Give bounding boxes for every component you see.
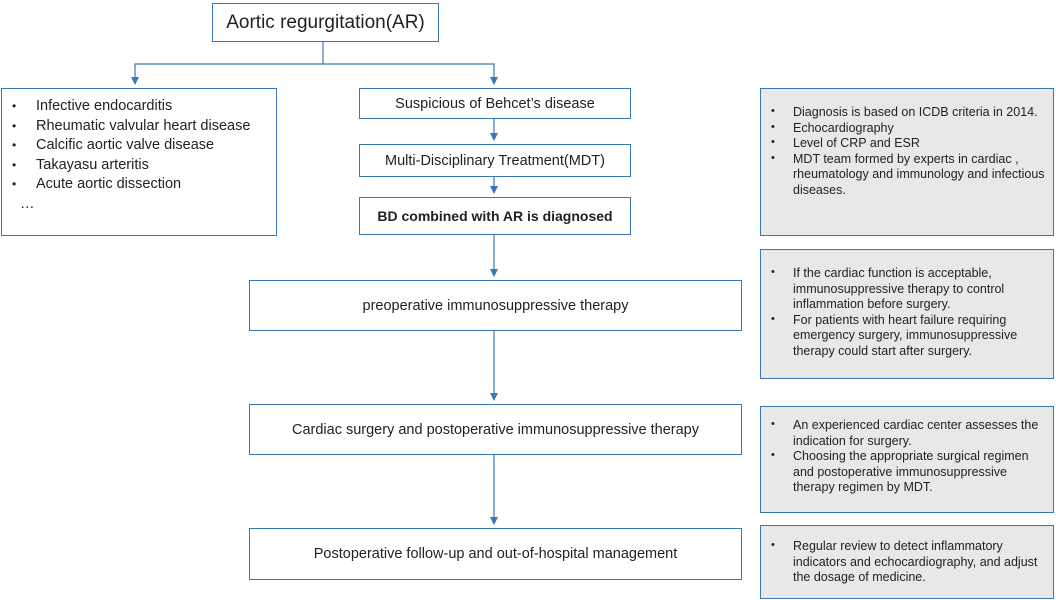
differential-diagnosis-box: Infective endocarditis Rheumatic valvula… xyxy=(1,88,277,236)
preop-therapy-box: preoperative immunosuppressive therapy xyxy=(249,280,742,331)
branch-connector xyxy=(134,42,495,82)
suspicious-behcet-box: Suspicious of Behcet’s disease xyxy=(359,88,631,119)
surgery-text: Cardiac surgery and postoperative immuno… xyxy=(291,421,699,438)
diagnosed-text: BD combined with AR is diagnosed xyxy=(377,208,613,224)
followup-box: Postoperative follow-up and out-of-hospi… xyxy=(249,528,742,580)
diagnosed-box: BD combined with AR is diagnosed xyxy=(359,197,631,235)
preop-therapy-text: preoperative immunosuppressive therapy xyxy=(362,297,629,314)
differential-item: Acute aortic dissection xyxy=(10,175,268,195)
followup-text: Postoperative follow-up and out-of-hospi… xyxy=(313,546,678,562)
suspicious-behcet-text: Suspicious of Behcet’s disease xyxy=(395,95,595,112)
differential-item: Calcific aortic valve disease xyxy=(10,136,268,156)
differential-list: Infective endocarditis Rheumatic valvula… xyxy=(10,97,268,195)
note-item: Regular review to detect inflammatory in… xyxy=(771,538,1045,586)
diagnosis-note: Diagnosis is based on ICDB criteria in 2… xyxy=(760,88,1054,236)
differential-more: … xyxy=(20,195,35,212)
mdt-text: Multi-Disciplinary Treatment(MDT) xyxy=(385,152,605,169)
mdt-box: Multi-Disciplinary Treatment(MDT) xyxy=(359,144,631,177)
note-item: If the cardiac function is acceptable, i… xyxy=(771,265,1045,313)
note-item: Diagnosis is based on ICDB criteria in 2… xyxy=(771,104,1045,121)
note-item: An experienced cardiac center assesses t… xyxy=(771,417,1045,449)
title-text: Aortic regurgitation(AR) xyxy=(226,11,425,33)
note-item: Level of CRP and ESR xyxy=(771,135,1045,152)
differential-item: Takayasu arteritis xyxy=(10,156,268,176)
surgery-note: An experienced cardiac center assesses t… xyxy=(760,406,1054,513)
surgery-box: Cardiac surgery and postoperative immuno… xyxy=(249,404,742,455)
preop-note: If the cardiac function is acceptable, i… xyxy=(760,249,1054,379)
note-item: Echocardiography xyxy=(771,120,1045,137)
note-item: For patients with heart failure requirin… xyxy=(771,312,1045,360)
followup-note: Regular review to detect inflammatory in… xyxy=(760,525,1054,599)
note-item: Choosing the appropriate surgical regime… xyxy=(771,448,1045,496)
note-item: MDT team formed by experts in cardiac , … xyxy=(771,151,1045,199)
differential-item: Infective endocarditis xyxy=(10,97,268,117)
differential-item: Rheumatic valvular heart disease xyxy=(10,117,268,137)
title-box: Aortic regurgitation(AR) xyxy=(212,3,439,42)
